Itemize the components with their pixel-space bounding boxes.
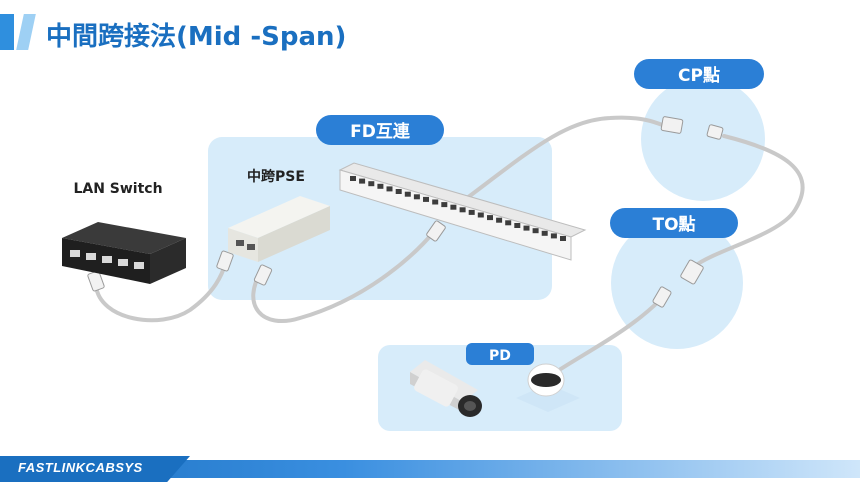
fd-zone <box>208 137 552 300</box>
footer-tab <box>0 456 190 482</box>
cp-label: CP點 <box>678 65 720 86</box>
patch-port <box>541 230 548 236</box>
patch-port <box>423 196 429 202</box>
patch-port <box>550 233 557 239</box>
to-label: TO點 <box>652 214 695 235</box>
fd-label: FD互連 <box>350 121 411 142</box>
patch-port <box>368 181 375 187</box>
cable-switch-to-pse <box>94 260 228 323</box>
patch-port <box>468 209 475 215</box>
patch-port <box>532 228 539 234</box>
patch-port <box>450 204 457 210</box>
patch-panel-icon <box>338 162 587 261</box>
cable-to-to-pd <box>554 298 662 374</box>
patch-port <box>459 207 466 213</box>
pd-label: PD <box>489 348 511 364</box>
patch-port <box>441 202 448 208</box>
cp-zone <box>641 77 765 201</box>
bullet-camera-icon <box>410 360 482 417</box>
rj45-plug-icon <box>426 220 446 242</box>
rj45-plug-icon <box>706 124 724 140</box>
patch-port <box>386 186 393 192</box>
cable-pse-to-panel <box>251 228 437 324</box>
patch-port <box>404 191 411 197</box>
rj45-plug-icon <box>216 250 234 272</box>
footer: FASTLINKCABSYS <box>0 452 860 484</box>
footer-band <box>0 460 860 478</box>
patch-port <box>395 189 402 194</box>
rj45-plug-icon <box>652 286 672 308</box>
patch-port <box>377 183 384 189</box>
patch-port <box>523 225 530 231</box>
patch-port <box>359 178 366 184</box>
patch-port <box>496 217 503 223</box>
rj45-plug-icon <box>87 270 105 292</box>
rj45-plug-icon <box>253 264 273 286</box>
fd-pill <box>316 115 444 145</box>
patch-port <box>514 223 521 228</box>
midspan-pse-label: 中跨PSE <box>247 168 305 185</box>
rj45-jack-icon <box>660 116 684 134</box>
rj45-plugs <box>87 116 724 308</box>
patch-port <box>432 199 439 205</box>
patch-port <box>560 236 566 241</box>
page-title: 中間跨接法(Mid -Span) <box>46 22 347 52</box>
cables <box>94 115 805 374</box>
to-pill <box>610 208 738 238</box>
rj45-jack-icon <box>680 259 704 285</box>
dome-camera-icon <box>516 363 580 412</box>
patch-port <box>487 215 493 221</box>
patch-port <box>350 176 356 181</box>
patch-port <box>413 194 420 200</box>
title-bar: 中間跨接法(Mid -Span) <box>0 14 860 54</box>
lan-switch-icon <box>62 222 186 284</box>
lan-switch-label: LAN Switch <box>73 181 162 197</box>
cable-cp-to-to <box>693 134 805 268</box>
cp-pill <box>634 59 764 89</box>
patch-port <box>505 220 512 226</box>
title-accent-bar <box>0 14 14 50</box>
patch-port <box>477 212 484 218</box>
midspan-pse-icon <box>228 196 330 262</box>
cable-panel-to-cp <box>438 115 667 220</box>
footer-brand: FASTLINKCABSYS <box>18 460 143 475</box>
pd-pill <box>466 343 534 365</box>
